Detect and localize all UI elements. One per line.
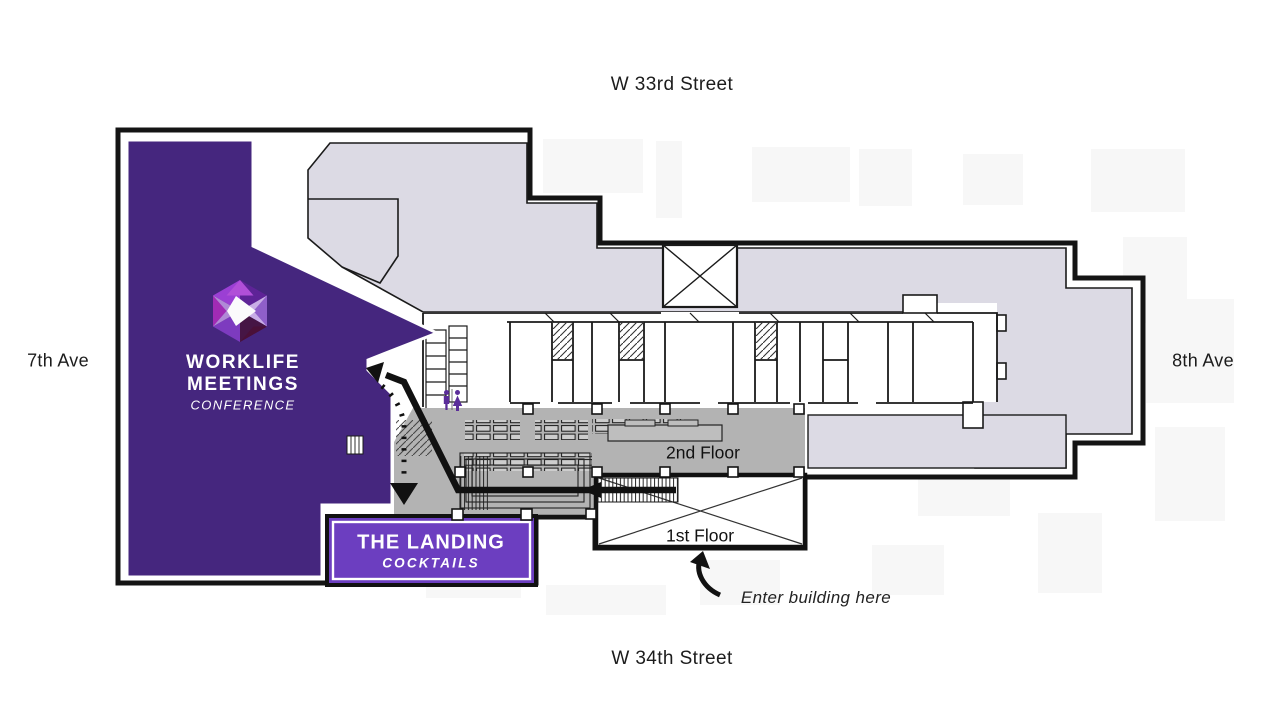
entrance-arrow bbox=[690, 551, 722, 598]
conference-title-line2: MEETINGS bbox=[186, 374, 300, 395]
stairs-corridor-left bbox=[425, 325, 468, 413]
columns bbox=[451, 403, 805, 521]
landing-title: THE LANDING bbox=[357, 531, 505, 554]
stairs-to-landing bbox=[460, 456, 488, 510]
avenue-label-left: 7th Ave bbox=[27, 350, 89, 371]
worklife-logo-icon bbox=[213, 280, 267, 342]
conference-title-line1: WORKLIFE bbox=[185, 352, 301, 373]
service-rooms-hatched bbox=[552, 322, 777, 360]
street-label-bottom: W 34th Street bbox=[611, 648, 733, 669]
lobby-partition-lines bbox=[308, 198, 399, 284]
first-floor-label: 1st Floor bbox=[665, 525, 735, 546]
head-table-riser bbox=[624, 419, 656, 427]
street-label-top: W 33rd Street bbox=[610, 74, 734, 95]
second-floor-label: 2nd Floor bbox=[666, 442, 740, 463]
elevator-shaft bbox=[661, 243, 739, 309]
conference-area bbox=[125, 138, 441, 579]
entrance-note: Enter building here bbox=[740, 588, 892, 607]
route-arrow-dotted bbox=[380, 384, 418, 505]
restroom-icon bbox=[443, 389, 463, 411]
route-arrow-solid bbox=[366, 362, 676, 498]
landing-subtitle: COCKTAILS bbox=[382, 555, 480, 571]
lobby-area-lower bbox=[807, 414, 1067, 469]
door-ticks bbox=[544, 312, 935, 323]
background-buildings bbox=[426, 139, 1234, 615]
head-table-riser bbox=[667, 419, 699, 427]
avenue-label-right: 8th Ave bbox=[1172, 350, 1234, 371]
corridor bbox=[422, 294, 1007, 429]
conference-subtitle: CONFERENCE bbox=[190, 397, 296, 413]
landing-area bbox=[325, 514, 538, 587]
head-table bbox=[607, 424, 723, 442]
